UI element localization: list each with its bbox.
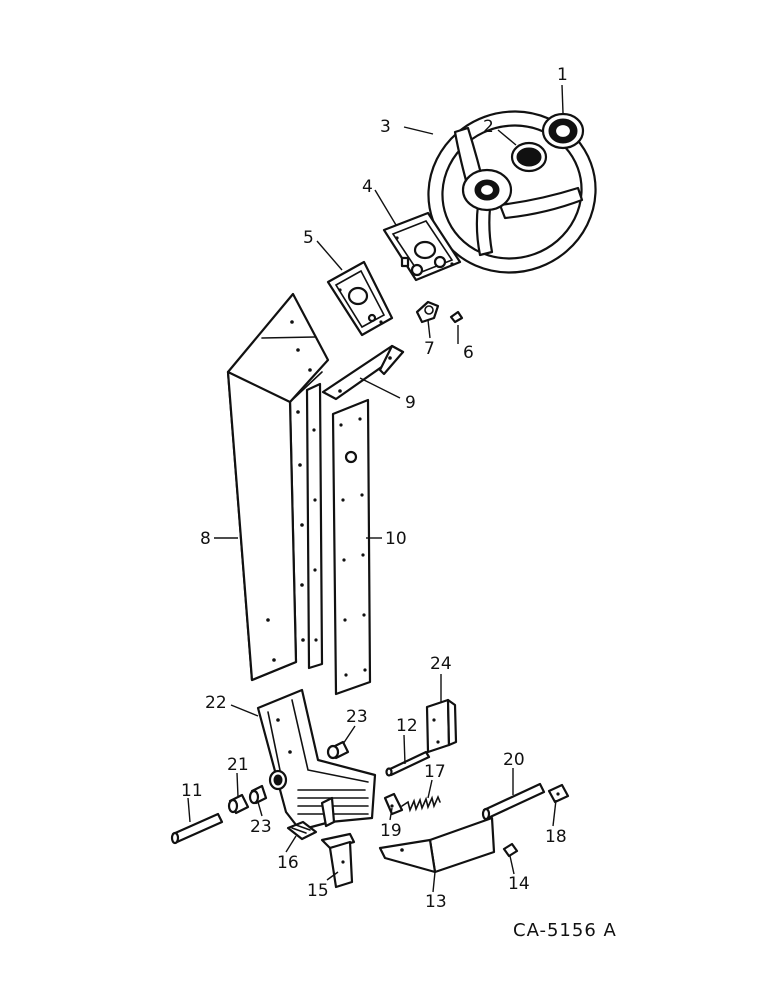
callout-24: 24: [430, 654, 452, 674]
cap-ring: [510, 141, 548, 173]
column-center-strip: [305, 382, 324, 670]
small-pin: [449, 310, 464, 324]
pedal-arm: [320, 832, 356, 889]
callout-15: 15: [307, 881, 329, 901]
angle-bracket: [321, 344, 405, 401]
pivot-shaft: [170, 812, 224, 845]
callout-4: 4: [362, 177, 373, 197]
mounting-plate-upper: [382, 211, 462, 282]
return-spring: [401, 794, 441, 813]
callout-22: 22: [205, 693, 227, 713]
nut: [502, 842, 519, 858]
callout-10: 10: [385, 529, 407, 549]
steering-wheel: [427, 110, 597, 274]
callout-21: 21: [227, 755, 249, 775]
callout-14: 14: [508, 874, 530, 894]
cross-shaft: [481, 782, 546, 821]
callout-19: 19: [380, 821, 402, 841]
horn-button-cap: [541, 112, 585, 150]
callout-1: 1: [557, 65, 568, 85]
spring-clip: [383, 792, 404, 816]
mounting-bracket: [425, 698, 458, 754]
callout-18: 18: [545, 827, 567, 847]
drawing-code: CA-5156 A: [513, 920, 617, 941]
bushing-upper: [326, 740, 350, 760]
callout-23-upper: 23: [346, 707, 368, 727]
pedal-pad: [286, 820, 318, 841]
callout-9: 9: [405, 393, 416, 413]
callout-7: 7: [424, 339, 435, 359]
callout-13: 13: [425, 892, 447, 912]
callout-3: 3: [380, 117, 391, 137]
ignition-switch: [415, 300, 440, 324]
callout-6: 6: [463, 343, 474, 363]
callout-11: 11: [181, 781, 203, 801]
link-rod: [385, 750, 431, 777]
mounting-plate-lower: [326, 260, 394, 337]
leader-lines: [187, 84, 564, 893]
side-plate: [331, 398, 372, 696]
callout-2: 2: [483, 117, 494, 137]
spacer-bushing: [227, 793, 250, 815]
end-clip: [547, 783, 570, 804]
callout-16: 16: [277, 853, 299, 873]
callout-17: 17: [424, 762, 446, 782]
lower-cover: [378, 816, 496, 874]
column-cover-panel: [226, 292, 330, 682]
bushing-lower: [248, 784, 268, 805]
callout-12: 12: [396, 716, 418, 736]
callout-8: 8: [200, 529, 211, 549]
callout-20: 20: [503, 750, 525, 770]
callout-labels: 1 2 3 4 5 6 7 8 9 10 11 12 13 14 15 16 1…: [181, 65, 568, 912]
callout-23-lower: 23: [250, 817, 272, 837]
pedal-support-bracket: [256, 688, 377, 832]
callout-5: 5: [303, 228, 314, 248]
